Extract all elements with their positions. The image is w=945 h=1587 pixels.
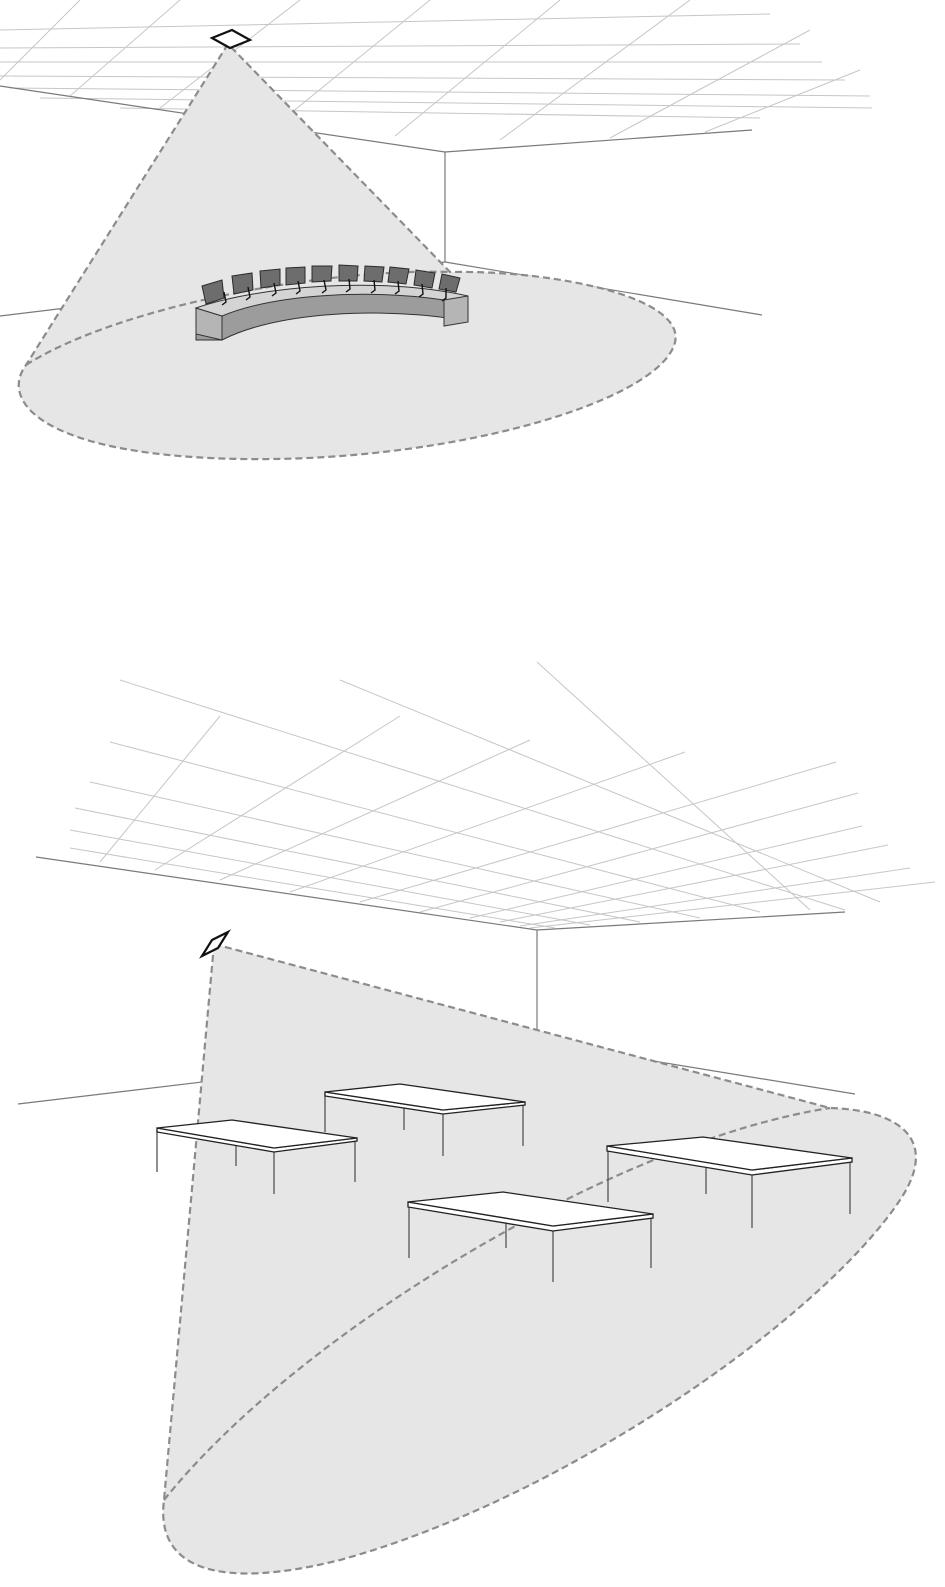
table — [407, 1191, 654, 1282]
chair — [231, 272, 254, 295]
desk-microphones — [221, 278, 447, 306]
chair — [387, 266, 410, 285]
ceiling-grid-top — [0, 0, 873, 141]
coverage-floor-rim — [25, 270, 451, 366]
chair — [413, 269, 436, 289]
table — [324, 1083, 526, 1156]
coverage-floor-rim — [163, 1106, 831, 1501]
chair — [285, 266, 306, 286]
chair — [311, 265, 333, 283]
chair — [438, 273, 461, 293]
chair — [363, 265, 385, 283]
table — [156, 1119, 358, 1194]
table — [606, 1136, 853, 1228]
ceiling-microphone-icon — [198, 929, 232, 959]
chair — [201, 279, 225, 305]
coverage-area — [17, 42, 677, 461]
ceiling-grid-bottom — [69, 661, 936, 929]
classroom-tables-scene — [17, 661, 936, 1575]
curved-conference-desk — [194, 284, 469, 341]
coverage-area — [162, 942, 917, 1575]
chair — [259, 268, 281, 289]
conference-desk-scene — [0, 0, 873, 461]
chair — [338, 264, 359, 282]
ceiling-microphone-icon — [209, 28, 253, 50]
conference-chairs — [201, 264, 461, 305]
